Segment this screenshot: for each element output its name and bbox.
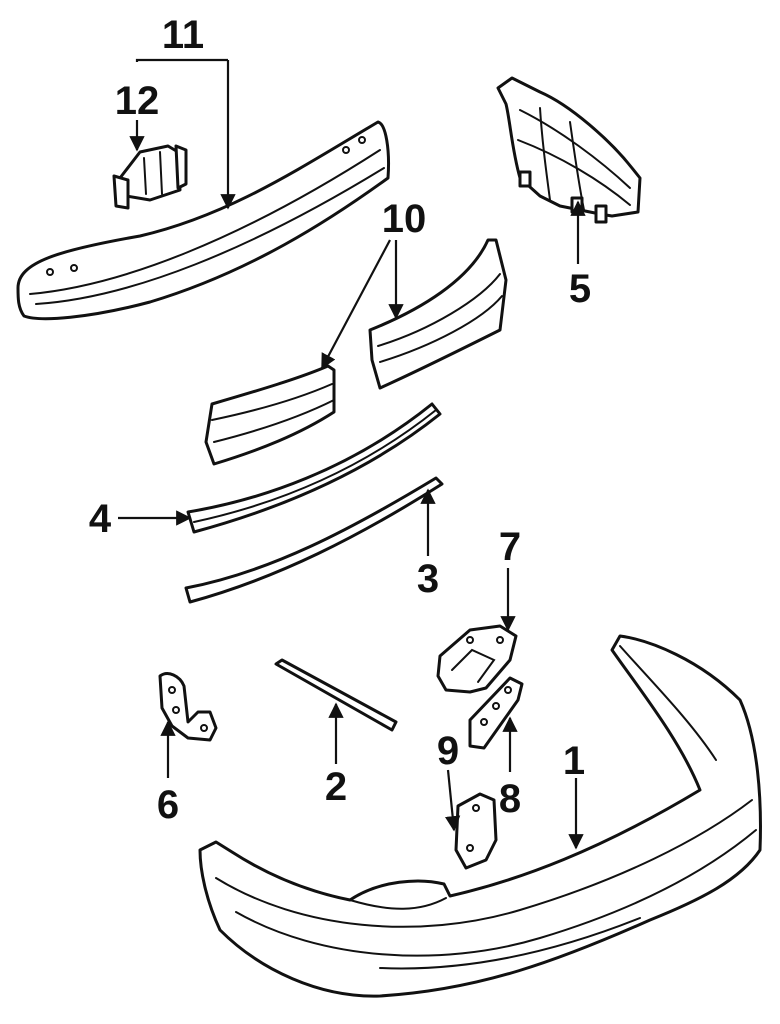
leader-lines <box>118 58 586 850</box>
impact-bar-part <box>16 120 390 321</box>
callout-3: 3 <box>417 557 439 601</box>
callout-9: 9 <box>437 729 459 773</box>
energy-absorber-part <box>496 76 642 224</box>
callout-11: 11 <box>162 13 204 57</box>
callout-12: 12 <box>115 79 160 123</box>
bracket-part-8 <box>468 676 524 750</box>
strip-part-2 <box>274 658 398 732</box>
bracket-part-9 <box>454 792 498 870</box>
strip-part-3 <box>184 476 444 604</box>
callout-5: 5 <box>569 267 591 311</box>
bracket-part-12 <box>112 144 188 210</box>
callout-6: 6 <box>157 783 179 827</box>
reinforcement-right-part <box>368 238 508 390</box>
callout-8: 8 <box>499 777 521 821</box>
callout-labels: 11 12 10 5 4 3 7 9 1 6 2 8 <box>89 13 591 827</box>
callout-7: 7 <box>499 525 521 569</box>
bracket-part-7 <box>436 624 518 694</box>
callout-10: 10 <box>382 197 427 241</box>
callout-4: 4 <box>89 497 112 541</box>
reinforcement-left-part <box>204 364 336 466</box>
callout-2: 2 <box>325 765 347 809</box>
bumper-cover-part <box>198 634 762 998</box>
strip-part-4 <box>186 402 442 534</box>
callout-1: 1 <box>563 739 585 783</box>
